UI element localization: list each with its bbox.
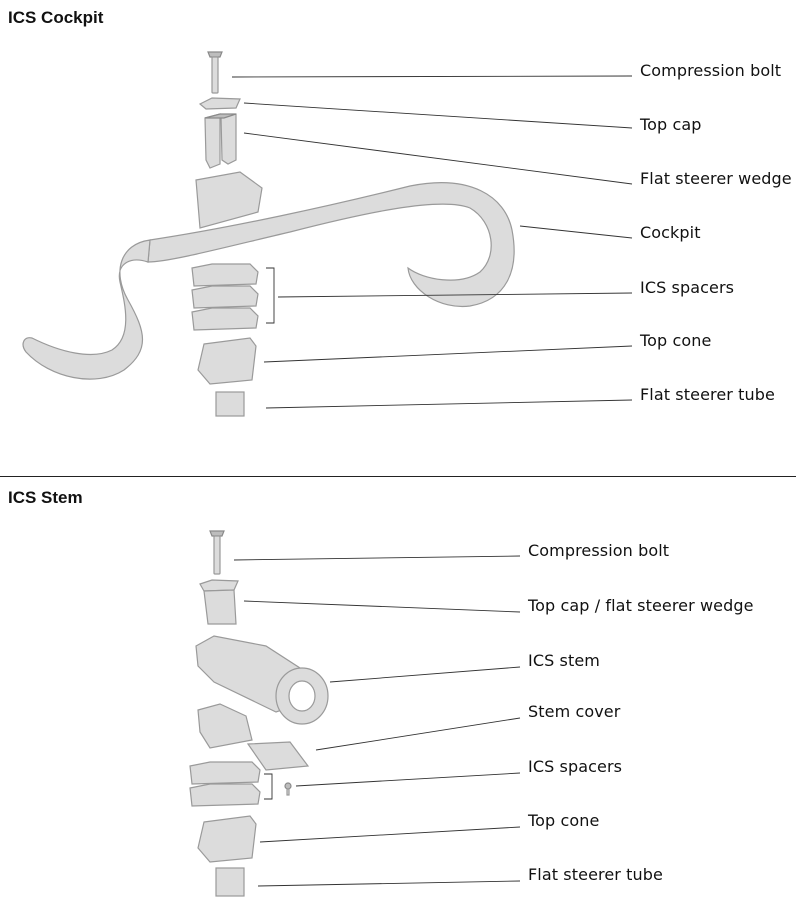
stem-spacers-bracket bbox=[264, 773, 273, 800]
leader-compression-bolt bbox=[231, 75, 633, 78]
stem-ics-spacers-part bbox=[189, 761, 261, 807]
label-compression-bolt: Compression bolt bbox=[640, 61, 782, 80]
compression-bolt-part bbox=[207, 51, 223, 94]
flat-steerer-wedge-part bbox=[204, 113, 237, 169]
section-title-cockpit: ICS Cockpit bbox=[8, 8, 104, 27]
section-divider bbox=[0, 476, 796, 477]
stem-top-cone-part bbox=[197, 815, 257, 863]
label-stem-ics-spacers: ICS spacers bbox=[528, 757, 623, 776]
leader-top-cap-wedge bbox=[243, 600, 521, 613]
label-cockpit: Cockpit bbox=[640, 223, 701, 242]
leader-stem-flat-steerer-tube bbox=[257, 880, 521, 887]
leader-stem-compression-bolt bbox=[233, 555, 521, 561]
top-cap-wedge-part bbox=[199, 579, 239, 625]
label-ics-stem: ICS stem bbox=[528, 651, 600, 670]
leader-cockpit bbox=[519, 225, 633, 239]
label-stem-cover: Stem cover bbox=[528, 702, 621, 721]
ics-stem-part bbox=[195, 635, 329, 725]
leader-stem-top-cone bbox=[259, 826, 521, 843]
leader-ics-spacers bbox=[277, 292, 633, 298]
leader-top-cap bbox=[243, 102, 633, 129]
stem-compression-bolt-part bbox=[209, 530, 225, 575]
label-ics-spacers: ICS spacers bbox=[640, 278, 735, 297]
section-title-stem: ICS Stem bbox=[8, 488, 83, 507]
leader-stem-cover bbox=[315, 717, 521, 751]
top-cap-part bbox=[198, 97, 241, 110]
spacers-bracket bbox=[266, 267, 275, 324]
stem-flat-steerer-tube-part bbox=[215, 867, 245, 897]
leader-flat-steerer-wedge bbox=[243, 132, 633, 185]
leader-stem-ics-spacers bbox=[295, 772, 521, 787]
leader-top-cone bbox=[263, 345, 633, 363]
label-top-cap-wedge: Top cap / flat steerer wedge bbox=[528, 596, 754, 615]
leader-ics-stem bbox=[329, 666, 521, 683]
label-stem-top-cone: Top cone bbox=[528, 811, 600, 830]
label-stem-flat-steerer-tube: Flat steerer tube bbox=[528, 865, 663, 884]
top-cone-part bbox=[197, 337, 257, 385]
ics-spacers-part bbox=[191, 263, 259, 331]
label-top-cap: Top cap bbox=[640, 115, 702, 134]
small-screw-part bbox=[284, 782, 292, 796]
label-flat-steerer-wedge: Flat steerer wedge bbox=[640, 169, 792, 188]
leader-flat-steerer-tube bbox=[265, 399, 633, 409]
label-flat-steerer-tube: Flat steerer tube bbox=[640, 385, 775, 404]
cockpit-part bbox=[22, 171, 515, 380]
flat-steerer-tube-part bbox=[215, 391, 245, 417]
stem-cover-part bbox=[197, 703, 310, 771]
label-stem-compression-bolt: Compression bolt bbox=[528, 541, 670, 560]
label-top-cone: Top cone bbox=[640, 331, 712, 350]
